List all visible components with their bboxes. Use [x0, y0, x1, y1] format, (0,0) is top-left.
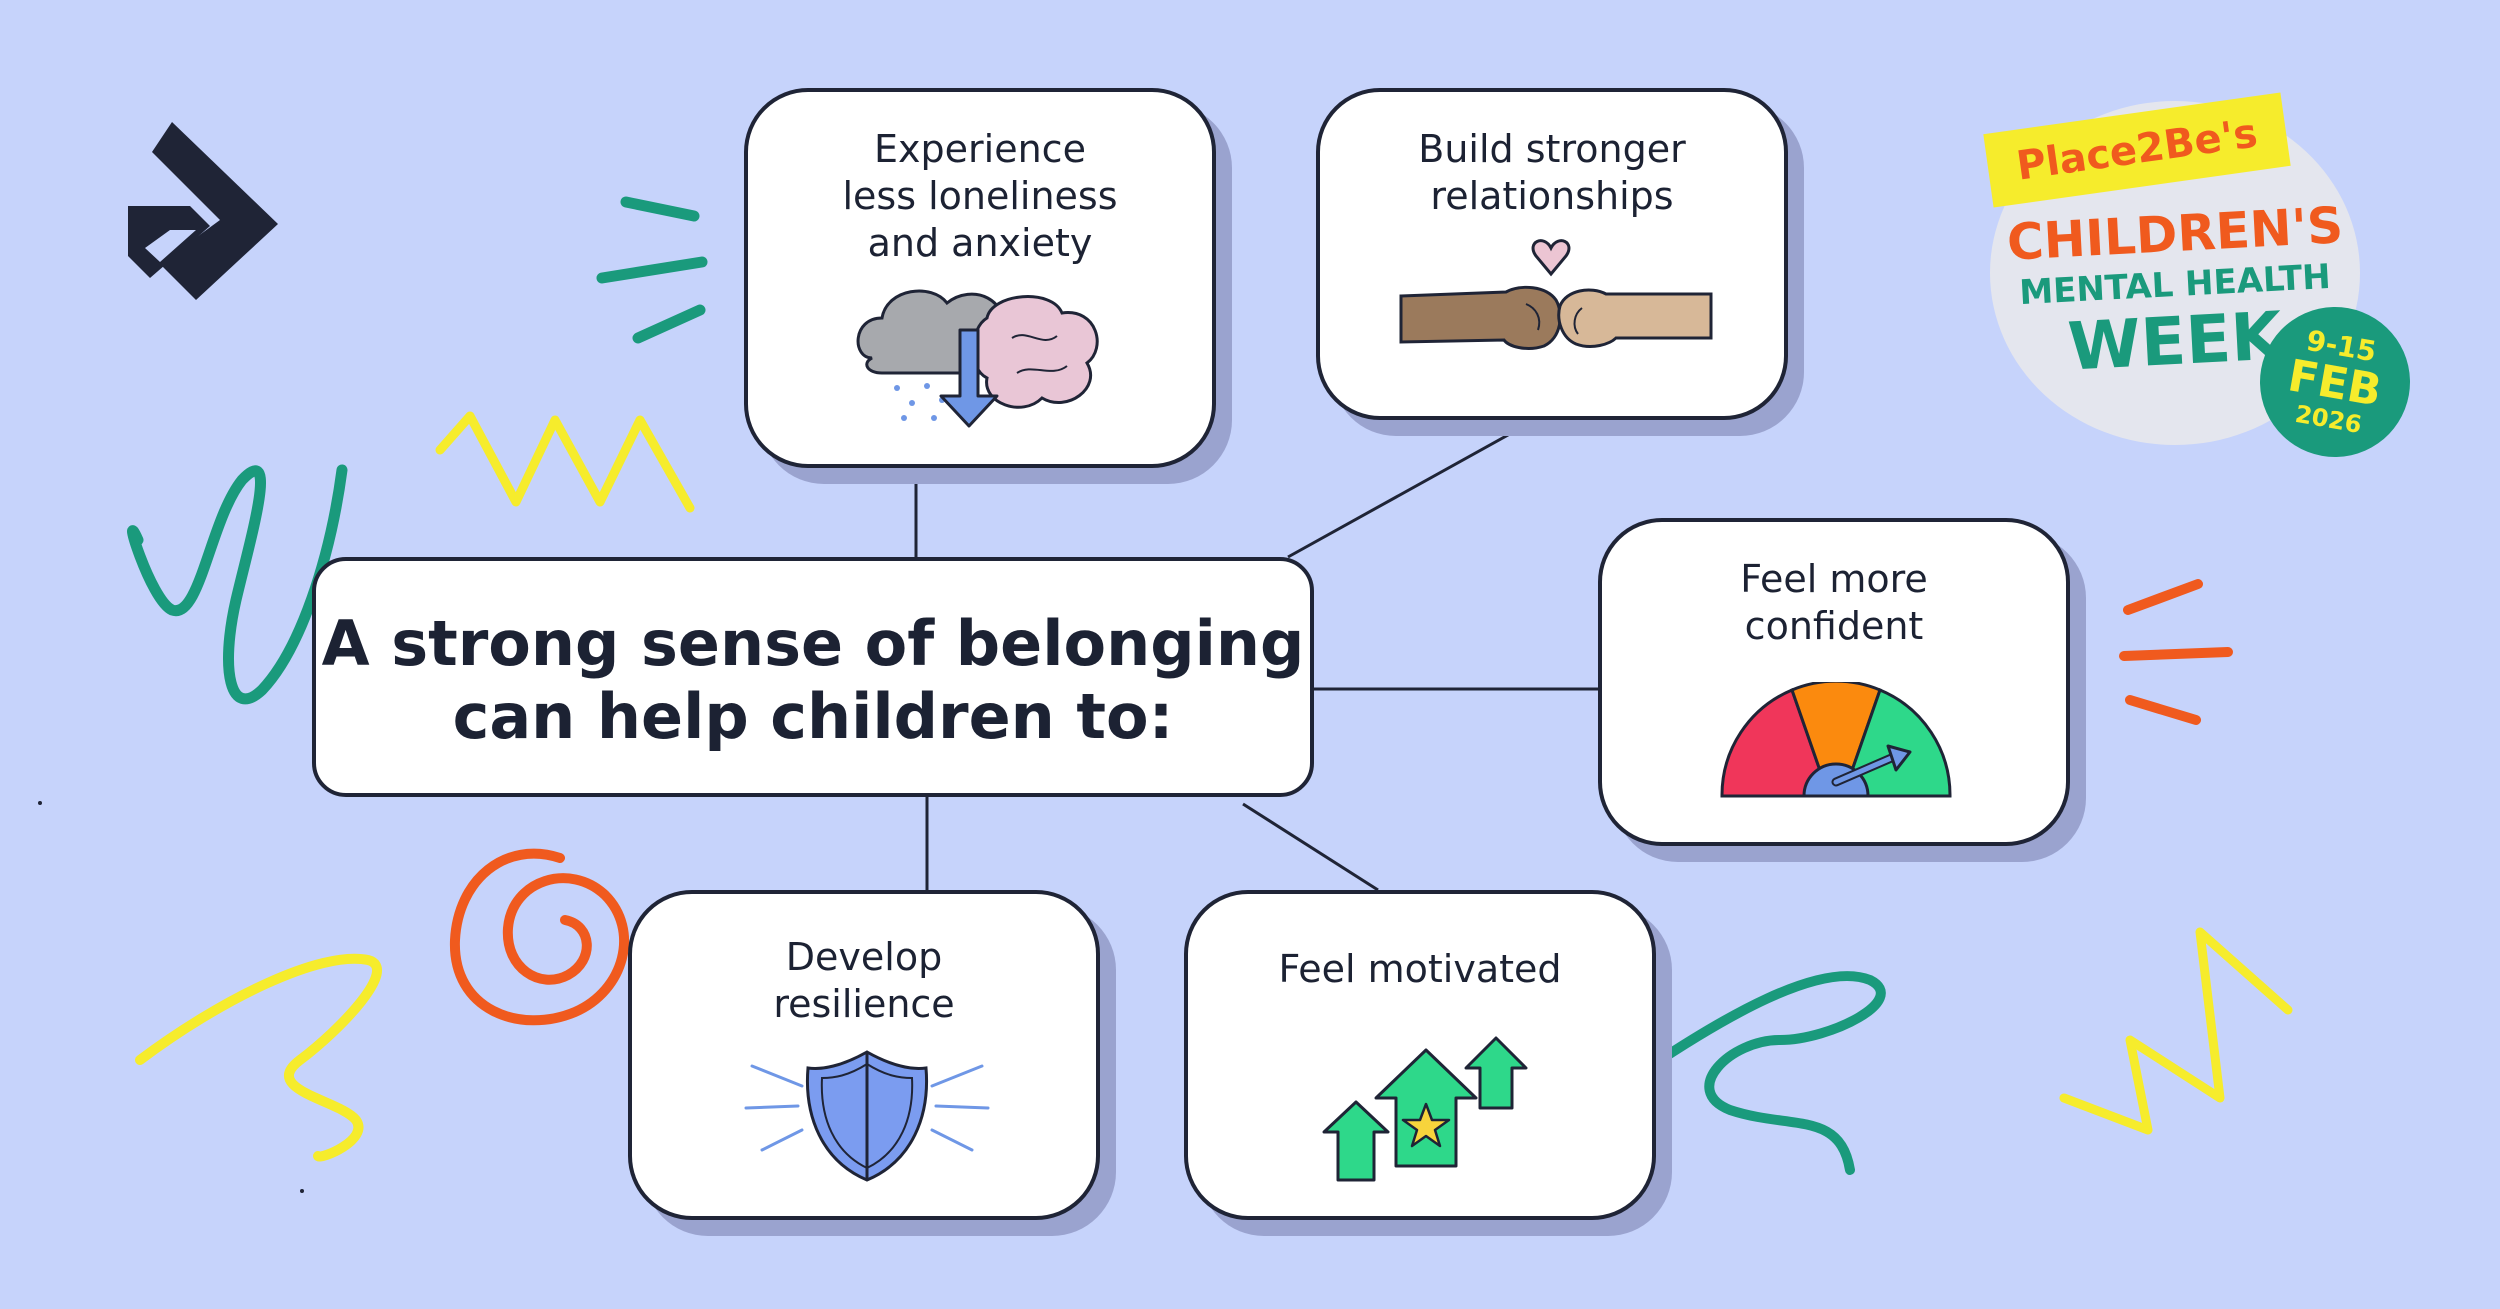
connector-lines — [914, 418, 1598, 892]
connector-motivated — [1242, 802, 1379, 892]
yellow-zigzag-decoration — [435, 411, 695, 513]
fist-bump-icon — [1399, 239, 1713, 350]
brand-logo-icon — [128, 122, 278, 300]
connector-relationships — [1287, 418, 1536, 559]
yellow-squiggle-decoration — [135, 953, 382, 1162]
teal-squiggle-lower-decoration — [1643, 971, 1886, 1175]
central-statement: A strong sense of belonging can help chi… — [321, 607, 1305, 753]
shield-icon — [744, 1050, 990, 1182]
node-card-confident: Feel more confident — [1598, 518, 2070, 846]
teal-dashes-decoration — [596, 196, 708, 344]
event-badge: Place2Be's CHILDREN'S MENTAL HEALTH WEEK… — [1975, 92, 2425, 469]
node-label-loneliness: Experience less loneliness and anxiety — [842, 127, 1118, 265]
central-statement-box: A strong sense of belonging can help chi… — [312, 557, 1314, 797]
orange-spiral-decoration — [449, 848, 630, 1026]
teal-squiggle-decoration — [126, 464, 348, 705]
orange-dashes-decoration — [2119, 579, 2233, 725]
node-card-resilience: Develop resilience — [628, 890, 1100, 1220]
dot-decoration — [300, 1189, 304, 1193]
node-label-motivated: Feel motivated — [1278, 947, 1562, 991]
node-card-relationships: Build stronger relationships — [1316, 88, 1788, 420]
arrows-up-icon — [1322, 1036, 1528, 1182]
node-card-loneliness: Experience less loneliness and anxiety — [744, 88, 1216, 468]
dot-decoration — [38, 801, 42, 805]
node-label-relationships: Build stronger relationships — [1418, 127, 1686, 218]
cloud-brain-icon — [856, 289, 1099, 428]
yellow-zigzag-lower-decoration — [2059, 927, 2293, 1135]
node-card-motivated: Feel motivated — [1184, 890, 1656, 1220]
gauge-icon — [1720, 682, 1952, 798]
node-label-confident: Feel more confident — [1740, 557, 1928, 648]
node-label-resilience: Develop resilience — [773, 935, 955, 1026]
